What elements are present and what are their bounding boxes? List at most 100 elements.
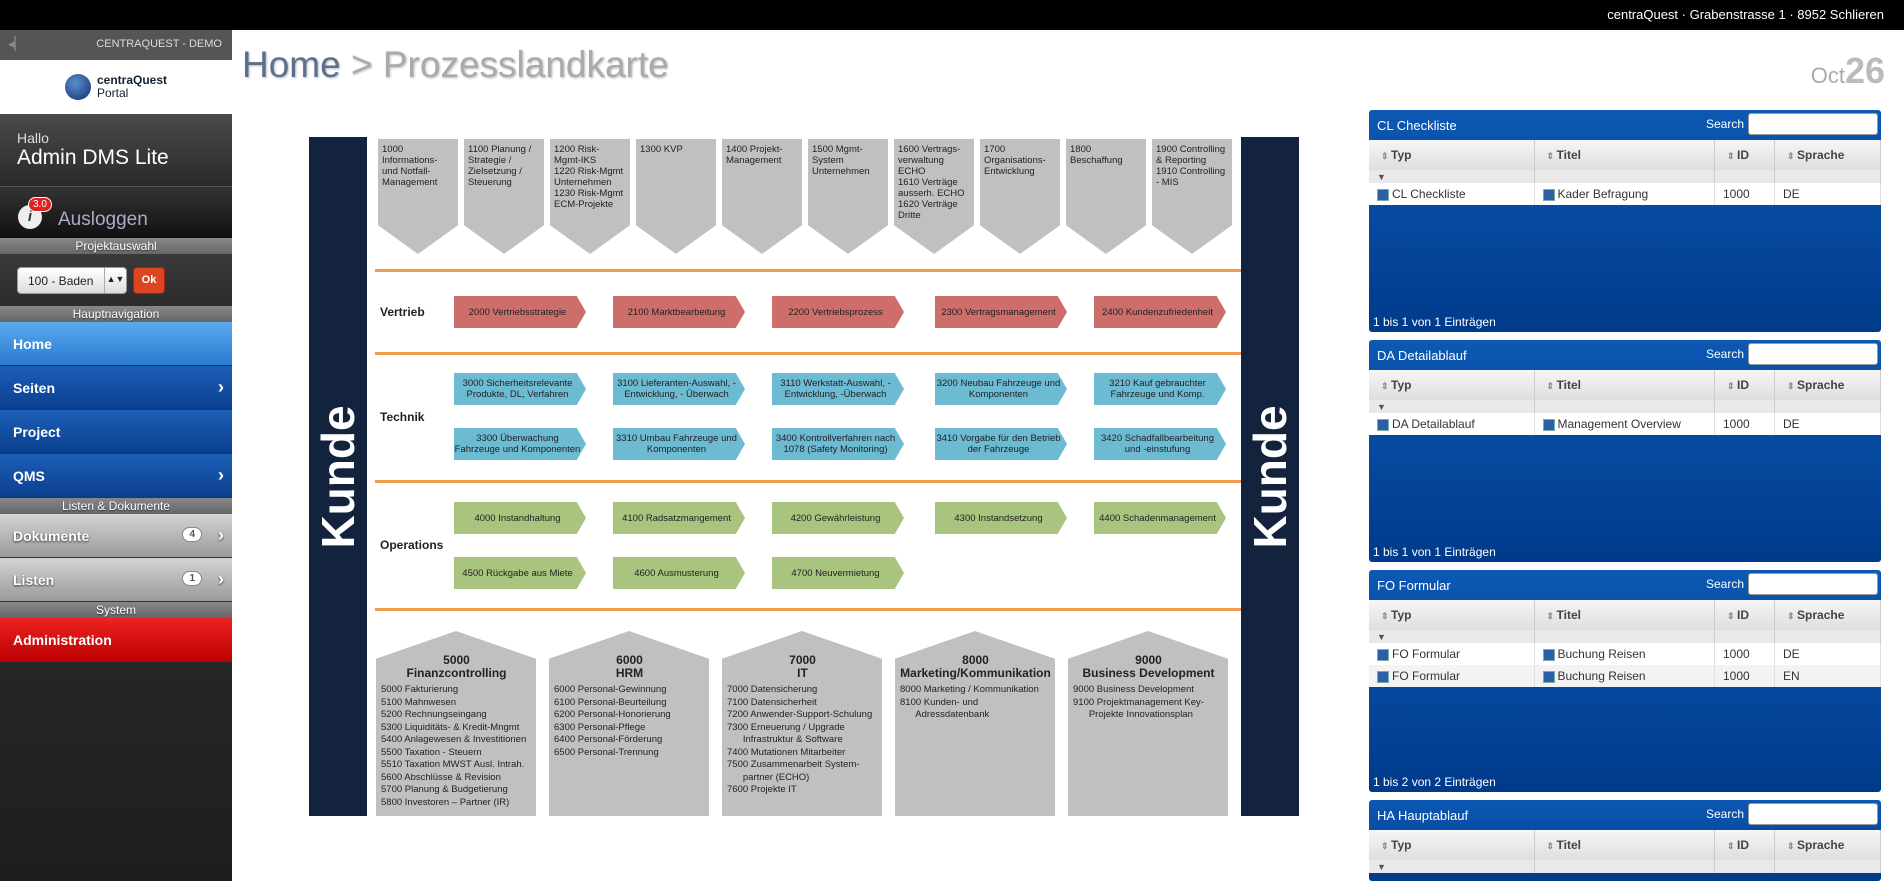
process-top-2[interactable]: 1200 Risk-Mgmt-IKS 1220 Risk-Mgmt Untern… [550, 139, 630, 254]
process-technik2-4[interactable]: 3420 Schadfallbearbeitung und -einstufun… [1094, 428, 1226, 460]
collapse-sidebar-icon[interactable]: ◂▏ [8, 36, 25, 51]
table-cell[interactable]: Buchung Reisen [1534, 643, 1715, 665]
filter-cell[interactable] [1774, 170, 1881, 183]
process-ops1-0[interactable]: 4000 Instandhaltung [454, 502, 586, 534]
process-top-8[interactable]: 1800 Beschaffung [1066, 139, 1146, 254]
process-vertrieb-0[interactable]: 2000 Vertriebsstrategie [454, 296, 586, 328]
column-header-id[interactable]: ID [1714, 600, 1775, 630]
process-top-0[interactable]: 1000 Informations- und Notfall-Managemen… [378, 139, 458, 254]
search-input[interactable] [1748, 573, 1878, 595]
filter-row[interactable]: ▼ [1369, 400, 1881, 413]
process-top-6[interactable]: 1600 Vertrags-verwaltung ECHO 1610 Vertr… [894, 139, 974, 254]
process-top-3[interactable]: 1300 KVP [636, 139, 716, 254]
column-header-id[interactable]: ID [1714, 140, 1775, 170]
column-header-sprache[interactable]: Sprache [1774, 140, 1881, 170]
process-vertrieb-2[interactable]: 2200 Vertriebsprozess [772, 296, 904, 328]
column-header-sprache[interactable]: Sprache [1774, 830, 1881, 860]
column-header-id[interactable]: ID [1714, 370, 1775, 400]
filter-cell[interactable] [1774, 400, 1881, 413]
table-cell[interactable]: Buchung Reisen [1534, 665, 1715, 687]
filter-row[interactable]: ▼ [1369, 170, 1881, 183]
nav-seiten[interactable]: Seiten› [0, 366, 232, 410]
filter-cell[interactable]: ▼ [1369, 400, 1535, 413]
process-ops2-0[interactable]: 4500 Rückgabe aus Miete [454, 557, 586, 589]
filter-cell[interactable] [1534, 400, 1715, 413]
filter-cell[interactable] [1534, 860, 1715, 873]
process-vertrieb-1[interactable]: 2100 Marktbearbeitung [613, 296, 745, 328]
process-technik2-2[interactable]: 3400 Kontrollverfahren nach 1078 (Safety… [772, 428, 904, 460]
search-input[interactable] [1748, 343, 1878, 365]
process-technik1-4[interactable]: 3210 Kauf gebrauchter Fahrzeuge und Komp… [1094, 373, 1226, 405]
process-technik1-0[interactable]: 3000 Sicherheitsrelevante Produkte, DL, … [454, 373, 586, 405]
search-input[interactable] [1748, 113, 1878, 135]
process-ops1-1[interactable]: 4100 Radsatzmangement [613, 502, 745, 534]
nav-qms[interactable]: QMS› [0, 454, 232, 498]
process-top-9[interactable]: 1900 Controlling & Reporting 1910 Contro… [1152, 139, 1232, 254]
breadcrumb-home[interactable]: Home [242, 44, 341, 85]
filter-cell[interactable] [1714, 860, 1775, 873]
column-header-typ[interactable]: Typ [1369, 140, 1535, 170]
column-header-typ[interactable]: Typ [1369, 370, 1535, 400]
column-header-titel[interactable]: Titel [1534, 140, 1715, 170]
process-ops2-2[interactable]: 4700 Neuvermietung [772, 557, 904, 589]
column-header-titel[interactable]: Titel [1534, 600, 1715, 630]
column-header-sprache[interactable]: Sprache [1774, 600, 1881, 630]
filter-cell[interactable] [1714, 400, 1775, 413]
column-header-typ[interactable]: Typ [1369, 830, 1535, 860]
process-top-1[interactable]: 1100 Planung / Strategie / Zielsetzung /… [464, 139, 544, 254]
project-select[interactable]: 100 - Baden▲▼ [17, 267, 127, 294]
process-top-5[interactable]: 1500 Mgmt-System Unternehmen [808, 139, 888, 254]
table-cell[interactable]: FO Formular [1369, 643, 1535, 665]
nav-home[interactable]: Home [0, 322, 232, 366]
process-vertrieb-4[interactable]: 2400 Kundenzufriedenheit [1094, 296, 1226, 328]
process-ops1-3[interactable]: 4300 Instandsetzung [935, 502, 1067, 534]
filter-cell[interactable] [1714, 630, 1775, 643]
filter-cell[interactable] [1774, 860, 1881, 873]
column-header-typ[interactable]: Typ [1369, 600, 1535, 630]
column-header-titel[interactable]: Titel [1534, 370, 1715, 400]
process-technik2-1[interactable]: 3310 Umbau Fahrzeuge und Komponenten [613, 428, 745, 460]
process-technik2-0[interactable]: 3300 Überwachung Fahrzeuge und Komponent… [454, 428, 586, 460]
table-cell[interactable]: Kader Befragung [1534, 183, 1715, 205]
process-ops1-4[interactable]: 4400 Schadenmanagement [1094, 502, 1226, 534]
filter-cell[interactable]: ▼ [1369, 630, 1535, 643]
process-technik1-1[interactable]: 3100 Lieferanten-Auswahl, -Entwicklung, … [613, 373, 745, 405]
column-header-sprache[interactable]: Sprache [1774, 370, 1881, 400]
filter-cell[interactable] [1774, 630, 1881, 643]
process-technik2-3[interactable]: 3410 Vorgabe für den Betrieb der Fahrzeu… [935, 428, 1067, 460]
filter-cell[interactable] [1534, 630, 1715, 643]
process-ops2-1[interactable]: 4600 Ausmusterung [613, 557, 745, 589]
search-input[interactable] [1748, 803, 1878, 825]
process-technik1-3[interactable]: 3200 Neubau Fahrzeuge und Komponenten [935, 373, 1067, 405]
process-top-7[interactable]: 1700 Organisations-Entwicklung [980, 139, 1060, 254]
process-vertrieb-3[interactable]: 2300 Vertragsmanagement [935, 296, 1067, 328]
filter-row[interactable]: ▼ [1369, 630, 1881, 643]
filter-row[interactable]: ▼ [1369, 860, 1881, 873]
filter-cell[interactable]: ▼ [1369, 860, 1535, 873]
filter-cell[interactable]: ▼ [1369, 170, 1535, 183]
nav-administration[interactable]: Administration [0, 618, 232, 662]
table-cell[interactable]: Management Overview [1534, 413, 1715, 435]
ok-button[interactable]: Ok [133, 267, 165, 294]
table-cell[interactable]: CL Checkliste [1369, 183, 1535, 205]
logout-button[interactable]: i 3.0 Ausloggen [0, 186, 232, 238]
column-header-id[interactable]: ID [1714, 830, 1775, 860]
column-header-titel[interactable]: Titel [1534, 830, 1715, 860]
process-top-4[interactable]: 1400 Projekt-Management [722, 139, 802, 254]
filter-cell[interactable] [1534, 170, 1715, 183]
nav-project[interactable]: Project [0, 410, 232, 454]
process-technik1-2[interactable]: 3110 Werkstatt-Auswahl, -Entwicklung, -Ü… [772, 373, 904, 405]
filter-cell[interactable] [1714, 170, 1775, 183]
